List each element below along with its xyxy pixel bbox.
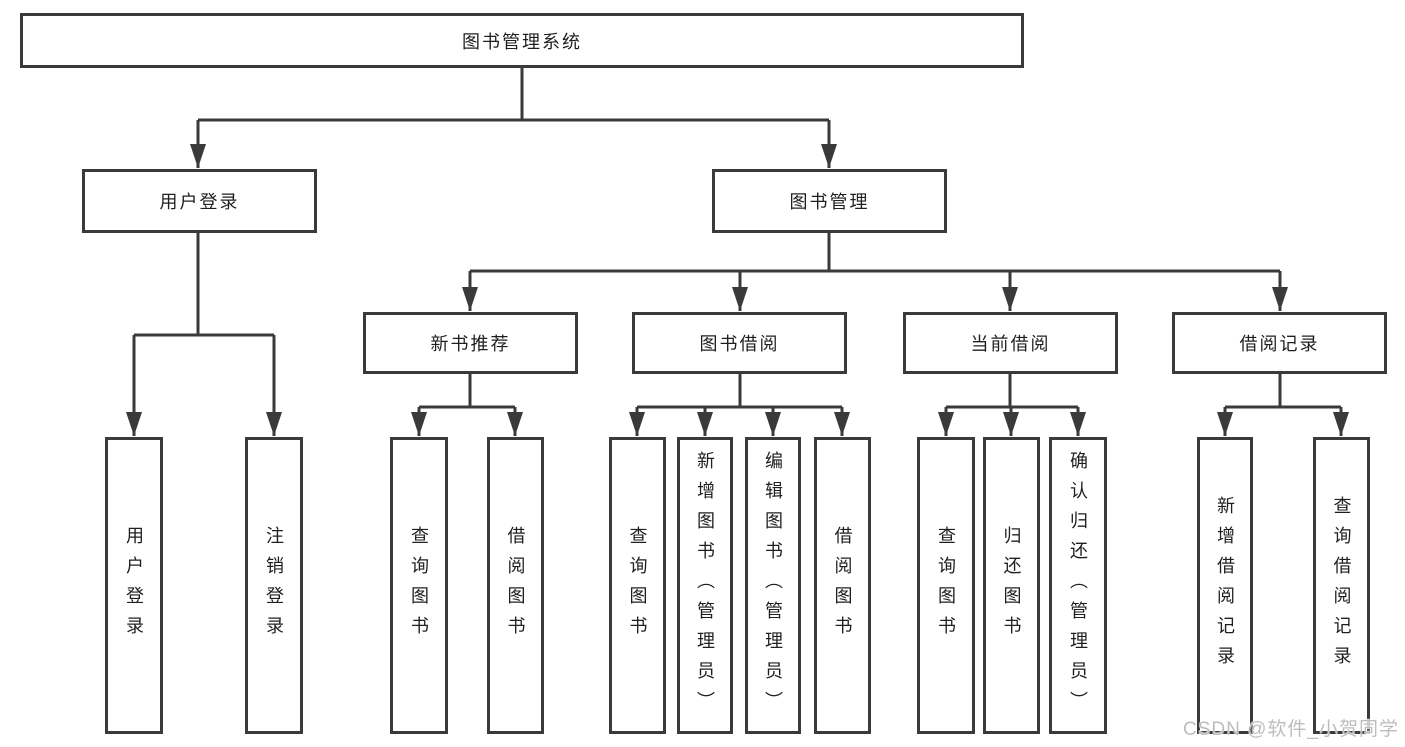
node-user-login-label: 用户登录 [159, 192, 240, 212]
leaf-user-login: 用户登录 [105, 437, 163, 734]
node-book-borrow-label: 图书借阅 [699, 334, 780, 354]
leaf-cb-return-books: 归还图书 [983, 437, 1040, 734]
node-borrow-records: 借阅记录 [1172, 312, 1387, 374]
leaf-bb-add-books: 新增图书（管理员） [677, 437, 733, 734]
leaf-nbr-borrow-books-label: 借阅图书 [505, 525, 526, 646]
leaf-cb-confirm-return: 确认归还（管理员） [1049, 437, 1107, 734]
leaf-cb-query-books: 查询图书 [917, 437, 975, 734]
leaf-user-login-label: 用户登录 [124, 525, 144, 646]
leaf-br-add-record: 新增借阅记录 [1197, 437, 1253, 734]
node-library-system-label: 图书管理系统 [462, 31, 582, 52]
leaf-nbr-query-books-label: 查询图书 [409, 525, 429, 646]
leaf-bb-query-books-label: 查询图书 [627, 525, 648, 646]
node-borrow-records-label: 借阅记录 [1239, 334, 1320, 354]
leaf-nbr-borrow-books: 借阅图书 [487, 437, 544, 734]
leaf-bb-query-books: 查询图书 [609, 437, 666, 734]
csdn-watermark: CSDN @软件_小贺同学 [1183, 719, 1399, 740]
leaf-logout: 注销登录 [245, 437, 303, 734]
node-current-borrow-label: 当前借阅 [970, 334, 1051, 354]
leaf-cb-return-books-label: 归还图书 [1001, 525, 1022, 646]
leaf-bb-edit-books-label: 编辑图书（管理员） [763, 450, 783, 721]
node-book-borrow: 图书借阅 [632, 312, 847, 374]
node-current-borrow: 当前借阅 [903, 312, 1118, 374]
leaf-nbr-query-books: 查询图书 [390, 437, 448, 734]
node-new-book-recommend: 新书推荐 [363, 312, 578, 374]
leaf-br-query-record-label: 查询借阅记录 [1331, 495, 1352, 676]
leaf-bb-add-books-label: 新增图书（管理员） [695, 450, 715, 721]
leaf-br-query-record: 查询借阅记录 [1313, 437, 1370, 734]
leaf-bb-borrow-books-label: 借阅图书 [832, 525, 853, 646]
leaf-bb-edit-books: 编辑图书（管理员） [745, 437, 801, 734]
leaf-logout-label: 注销登录 [264, 525, 284, 646]
node-book-management-label: 图书管理 [789, 192, 870, 212]
node-user-login: 用户登录 [82, 169, 317, 233]
node-library-system: 图书管理系统 [20, 13, 1024, 68]
leaf-cb-confirm-return-label: 确认归还（管理员） [1068, 450, 1088, 721]
node-book-management: 图书管理 [712, 169, 947, 233]
leaf-bb-borrow-books: 借阅图书 [814, 437, 871, 734]
leaf-br-add-record-label: 新增借阅记录 [1215, 495, 1235, 676]
node-new-book-recommend-label: 新书推荐 [430, 334, 511, 354]
leaf-cb-query-books-label: 查询图书 [936, 525, 956, 646]
